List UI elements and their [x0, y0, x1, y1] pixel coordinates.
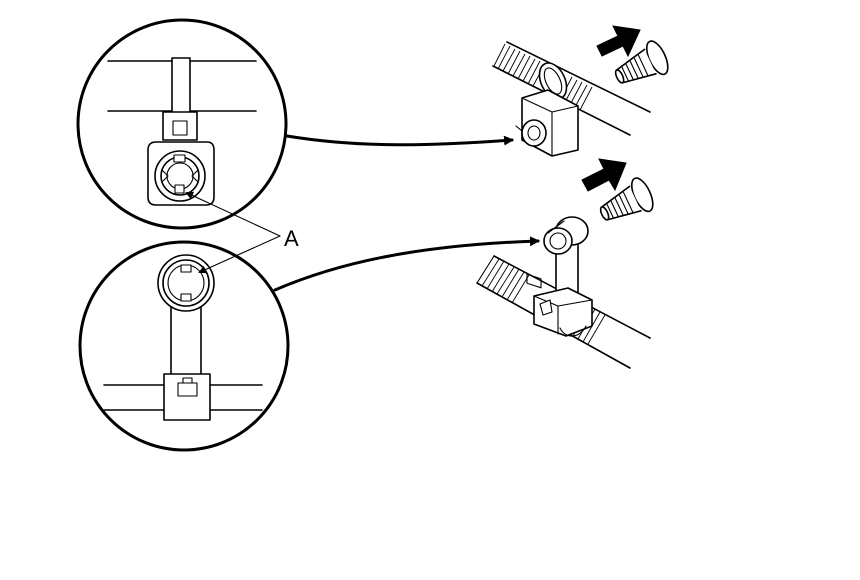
detail-view-bottom-clamp [78, 240, 290, 452]
callout-label-a: A [284, 226, 299, 251]
detail-view-top-clamp [76, 18, 288, 230]
top-harness-assembly [492, 41, 651, 289]
callout-a: A [185, 191, 299, 274]
screw-top [614, 40, 669, 84]
bottom-harness-assembly [476, 216, 651, 369]
leader-curve-bottom [273, 236, 540, 292]
screw-bottom [599, 177, 654, 221]
leader-curve-top [285, 134, 514, 147]
bottom-clamp-base [533, 287, 593, 337]
removal-direction-arrow-icon [596, 25, 641, 58]
removal-direction-arrow-icon [581, 158, 627, 192]
